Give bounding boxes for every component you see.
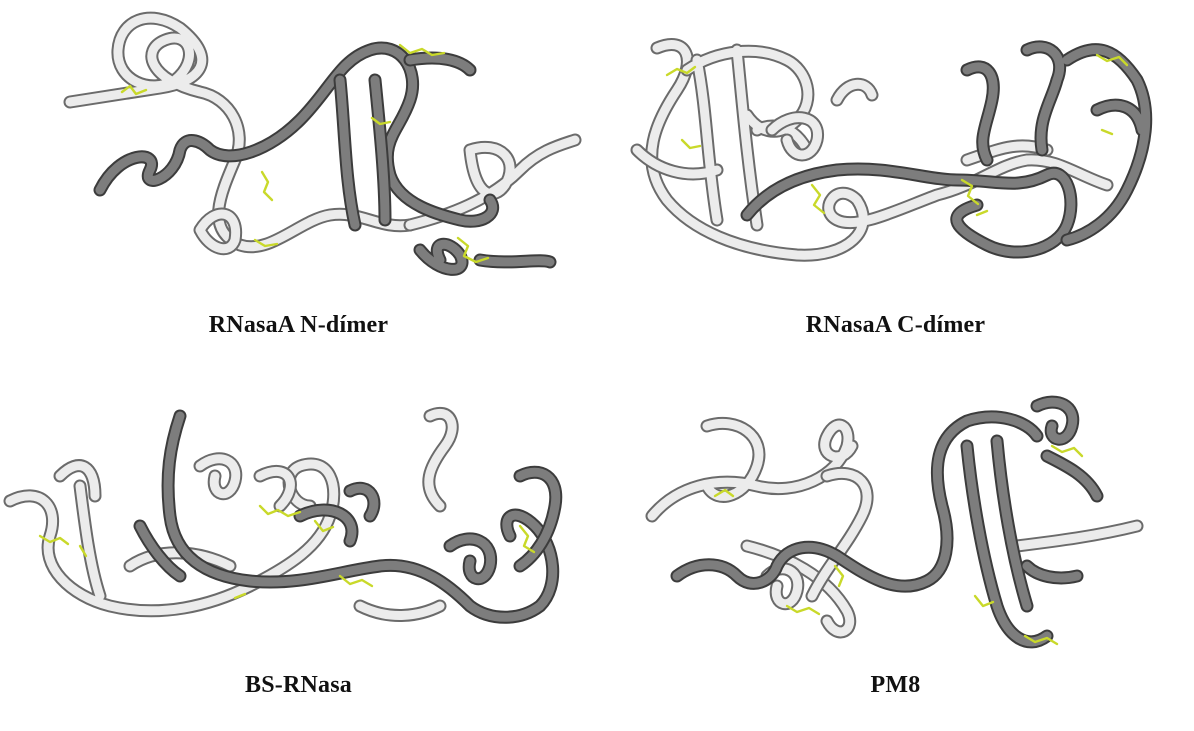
caption-rnasaa-c-dimer: RNasaA C-dímer xyxy=(597,312,1194,339)
chain-a-ribbon xyxy=(10,413,452,615)
caption-bs-rnasa: BS-RNasa xyxy=(0,672,597,699)
c-dimer-structure xyxy=(597,0,1194,300)
chain-b-ribbon xyxy=(677,402,1097,642)
chain-a-ribbon xyxy=(70,18,575,249)
chain-b-ribbon xyxy=(140,416,556,617)
panel-bs-rnasa: BS-RNasa xyxy=(0,366,597,731)
caption-rnasaa-n-dimer: RNasaA N-dímer xyxy=(0,312,597,339)
pm8-structure xyxy=(597,366,1194,666)
panel-rnasaa-n-dimer: RNasaA N-dímer xyxy=(0,0,597,365)
panel-rnasaa-c-dimer: RNasaA C-dímer xyxy=(597,0,1194,365)
chain-a-ribbon xyxy=(652,423,1137,632)
bs-rnasa-structure xyxy=(0,366,597,666)
panel-pm8: PM8 xyxy=(597,366,1194,731)
n-dimer-structure xyxy=(0,0,597,300)
caption-pm8: PM8 xyxy=(597,672,1194,699)
